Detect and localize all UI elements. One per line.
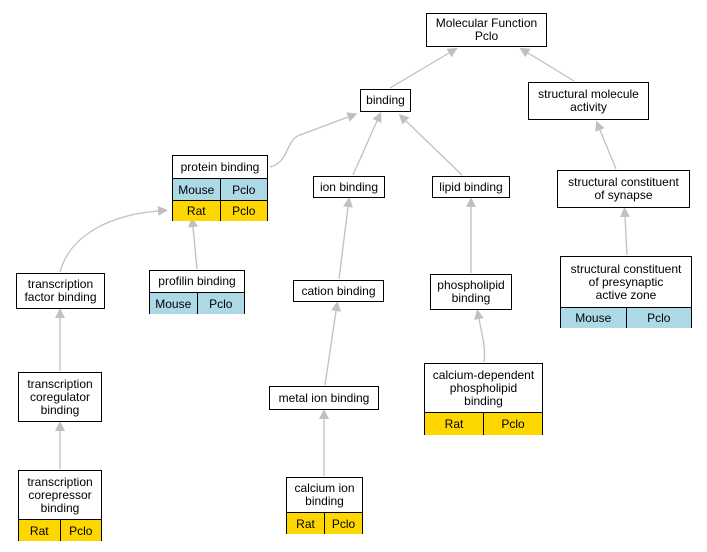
node-label: protein binding: [180, 159, 260, 174]
node-molecular-function[interactable]: Molecular Function Pclo: [426, 13, 547, 47]
edge-structural-molecule-activity-to-molecular-function: [519, 47, 575, 82]
node-label: profilin binding: [158, 274, 236, 288]
species-row-mouse: Mouse Pclo: [173, 178, 267, 201]
node-label: structural constituent of presynaptic ac…: [570, 261, 682, 302]
species-cell: Rat: [425, 413, 483, 435]
node-cation-binding[interactable]: cation binding: [293, 280, 384, 302]
node-label: transcription factor binding: [24, 277, 97, 304]
node-label: structural constituent of synapse: [568, 175, 679, 202]
species-cell: Mouse: [561, 308, 626, 328]
node-structural-constituent-presynaptic-active-zone[interactable]: structural constituent of presynaptic ac…: [560, 256, 692, 328]
node-transcription-corepressor-binding[interactable]: transcription corepressor binding Rat Pc…: [18, 470, 102, 541]
node-label: ion binding: [319, 179, 379, 194]
node-lipid-binding[interactable]: lipid binding: [432, 176, 510, 198]
edge-cation-binding-to-ion-binding: [338, 197, 353, 280]
species-cell: Rat: [287, 513, 324, 534]
node-label: structural molecule activity: [538, 87, 639, 114]
edge-binding-to-molecular-function: [389, 47, 458, 89]
gene-cell: Pclo: [219, 201, 267, 221]
edge-lipid-binding-to-binding: [398, 114, 463, 176]
node-label: calcium-dependent phospholipid binding: [432, 367, 535, 408]
edge-ion-binding-to-binding: [352, 111, 382, 176]
species-row-rat: Rat Pclo: [173, 200, 267, 221]
gene-cell: Pclo: [59, 520, 101, 541]
node-protein-binding[interactable]: protein binding Mouse Pclo Rat Pclo: [172, 155, 268, 221]
species-row-rat: Rat Pclo: [287, 512, 362, 534]
node-label: lipid binding: [439, 179, 503, 194]
node-transcription-factor-binding[interactable]: transcription factor binding: [16, 273, 105, 309]
gene-cell: Pclo: [483, 413, 542, 435]
gene-cell: Pclo: [219, 179, 267, 201]
node-label: phospholipid binding: [437, 278, 505, 305]
species-cell: Rat: [19, 520, 60, 541]
edge-protein-binding-to-binding: [269, 112, 358, 168]
species-row-rat: Rat Pclo: [425, 412, 542, 435]
species-cell: Mouse: [173, 179, 220, 201]
edge-calcium-dependent-phospholipid-binding-to-phospholipid-binding: [474, 309, 486, 363]
gene-cell: Pclo: [324, 513, 362, 534]
gene-cell: Pclo: [625, 308, 691, 328]
node-label: calcium ion binding: [294, 481, 355, 508]
edge-profilin-binding-to-protein-binding: [188, 217, 198, 270]
node-label: transcription coregulator binding: [27, 376, 93, 417]
edge-structural-constituent-presynaptic-active-zone-to-structural-constituent-of-synapse: [620, 207, 630, 256]
node-label: cation binding: [301, 283, 376, 298]
node-profilin-binding[interactable]: profilin binding Mouse Pclo: [149, 270, 245, 314]
node-label: transcription corepressor binding: [27, 474, 93, 515]
node-transcription-coregulator-binding[interactable]: transcription coregulator binding: [18, 372, 102, 422]
gene-cell: Pclo: [196, 293, 244, 314]
edge-transcription-factor-binding-to-protein-binding: [59, 206, 168, 273]
species-cell: Rat: [173, 201, 220, 221]
node-binding[interactable]: binding: [360, 89, 411, 112]
node-metal-ion-binding[interactable]: metal ion binding: [269, 386, 379, 410]
species-row-mouse: Mouse Pclo: [150, 292, 244, 314]
node-label: metal ion binding: [278, 390, 370, 405]
node-phospholipid-binding[interactable]: phospholipid binding: [430, 274, 512, 310]
node-ion-binding[interactable]: ion binding: [313, 176, 385, 198]
node-structural-constituent-of-synapse[interactable]: structural constituent of synapse: [557, 170, 690, 208]
node-calcium-dependent-phospholipid-binding[interactable]: calcium-dependent phospholipid binding R…: [424, 363, 543, 435]
node-label: Molecular Function Pclo: [435, 16, 538, 43]
species-row-rat: Rat Pclo: [19, 519, 101, 541]
node-structural-molecule-activity[interactable]: structural molecule activity: [528, 82, 649, 120]
edge-structural-constituent-of-synapse-to-structural-molecule-activity: [595, 120, 617, 170]
node-calcium-ion-binding[interactable]: calcium ion binding Rat Pclo: [286, 477, 363, 534]
node-label: binding: [366, 93, 405, 107]
species-cell: Mouse: [150, 293, 197, 314]
species-row-mouse: Mouse Pclo: [561, 307, 691, 328]
edge-metal-ion-binding-to-cation-binding: [324, 301, 341, 386]
